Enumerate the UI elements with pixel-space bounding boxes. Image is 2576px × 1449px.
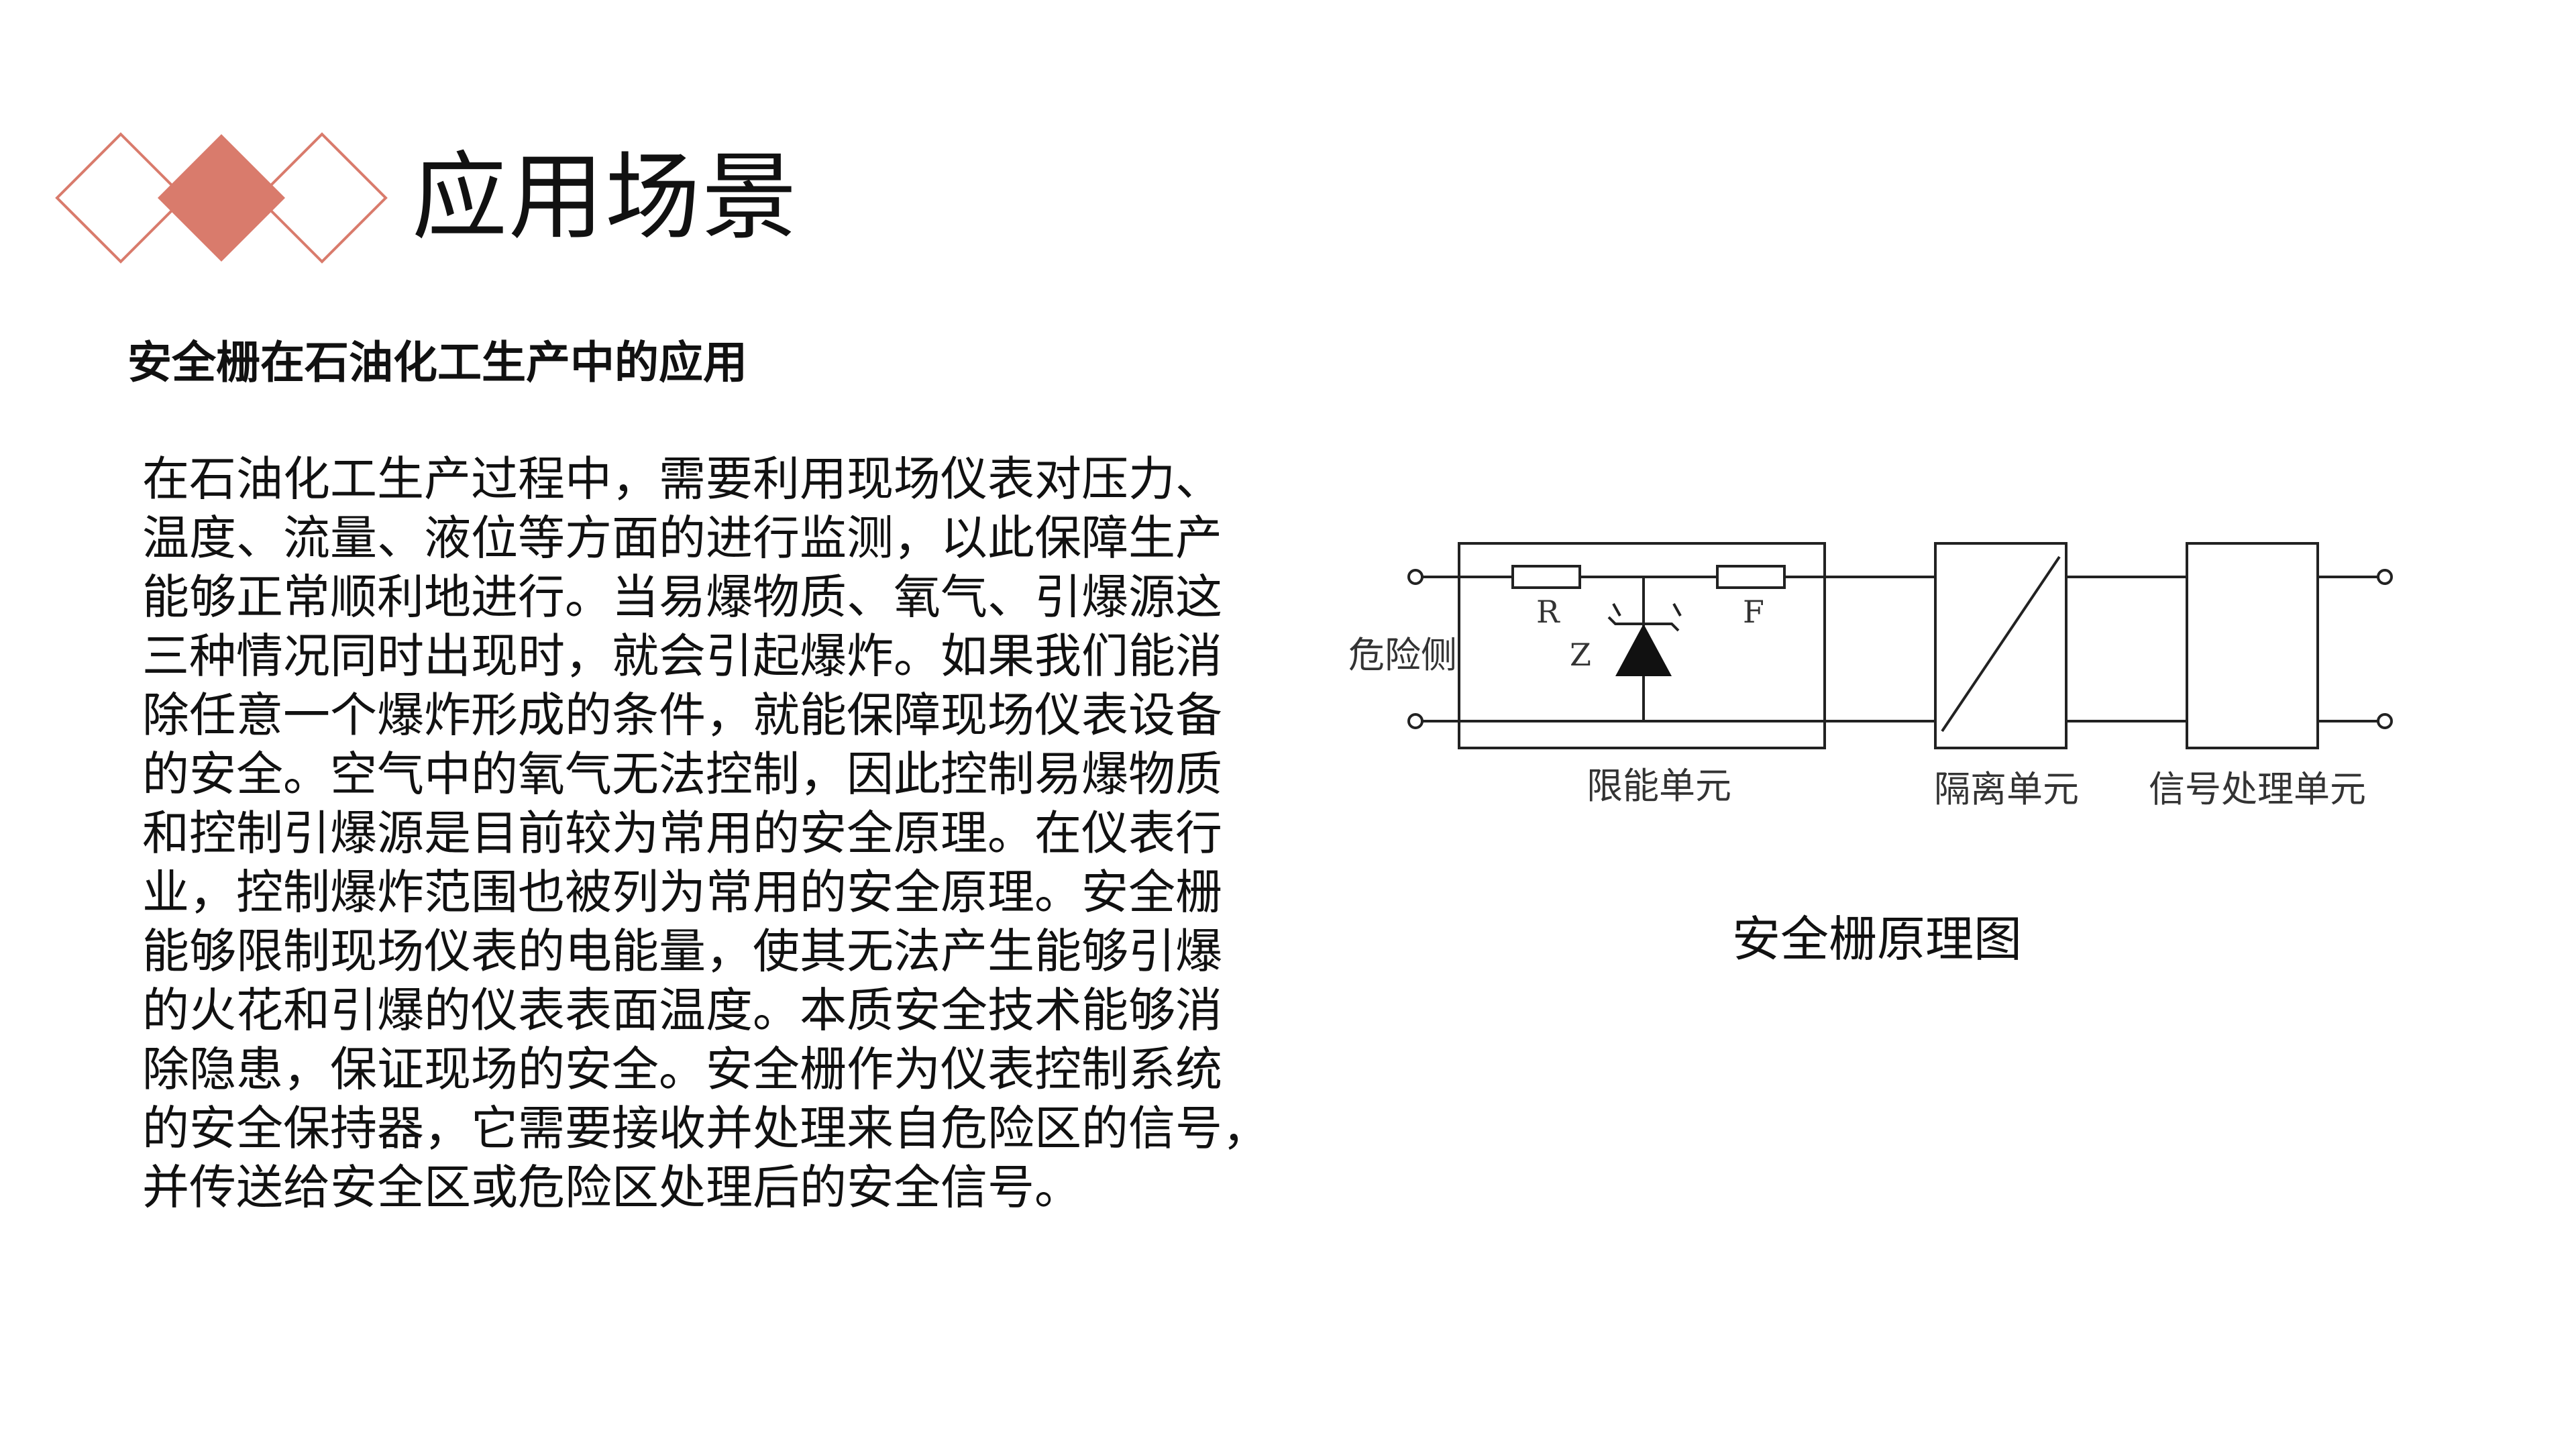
input-terminal-bottom — [1407, 713, 1424, 729]
body-line: 的火花和引爆的仪表表面温度。本质安全技术能够消 — [142, 983, 1222, 1038]
diamond-outline-left-icon — [55, 132, 186, 264]
body-line: 和控制引爆源是目前较为常用的安全原理。在仪表行 — [142, 806, 1222, 861]
body-line: 除隐患，保证现场的安全。安全栅作为仪表控制系统 — [142, 1042, 1222, 1097]
zener-label: Z — [1570, 637, 1591, 673]
diamond-filled-icon — [158, 134, 285, 262]
body-line: 除任意一个爆炸形成的条件，就能保障现场仪表设备 — [142, 688, 1222, 743]
hazard-side-label: 危险侧 — [1348, 634, 1457, 676]
body-line: 业，控制爆炸范围也被列为常用的安全原理。安全栅 — [142, 865, 1222, 920]
body-line: 的安全保持器，它需要接收并处理来自危险区的信号， — [142, 1101, 1269, 1156]
zener-tick — [1612, 603, 1621, 616]
signal-unit-label: 信号处理单元 — [2149, 768, 2366, 810]
body-line: 在石油化工生产过程中，需要利用现场仪表对压力、 — [142, 451, 1222, 506]
safety-barrier-diagram: 危险侧 R F Z 限能单元 隔离单元 信号处理单元 — [1348, 542, 2393, 810]
limit-unit-label: 限能单元 — [1587, 765, 1731, 807]
output-terminal-bottom — [2377, 713, 2393, 729]
body-line: 能够正常顺利地进行。当易爆物质、氧气、引爆源这 — [142, 570, 1222, 625]
header-diamonds-icon — [55, 132, 388, 264]
isolation-diagonal — [1941, 555, 2061, 733]
body-paragraph: 在石油化工生产过程中，需要利用现场仪表对压力、 温度、流量、液位等方面的进行监测… — [142, 449, 1323, 1217]
body-line: 三种情况同时出现时，就会引起爆炸。如果我们能消 — [142, 629, 1222, 684]
body-line: 能够限制现场仪表的电能量，使其无法产生能够引爆 — [142, 924, 1222, 979]
zener-tick — [1672, 603, 1682, 616]
input-terminal-top — [1407, 569, 1424, 585]
body-line: 温度、流量、液位等方面的进行监测，以此保障生产 — [142, 511, 1222, 566]
isolation-unit-label: 隔离单元 — [1934, 768, 2079, 810]
fuse-label: F — [1743, 594, 1764, 630]
zener-bar — [1607, 616, 1680, 632]
output-terminal-top — [2377, 569, 2393, 585]
body-line: 的安全。空气中的氧气无法控制，因此控制易爆物质 — [142, 747, 1222, 802]
fuse-f — [1716, 565, 1786, 589]
zener-diode-icon — [1615, 624, 1672, 676]
diagram-caption: 安全栅原理图 — [1732, 911, 2023, 967]
signal-unit-box — [2186, 542, 2319, 749]
section-title: 安全栅在石油化工生产中的应用 — [127, 336, 747, 388]
body-line: 并传送给安全区或危险区处理后的安全信号。 — [142, 1160, 1081, 1215]
resistor-r — [1511, 565, 1581, 589]
diamond-outline-right-icon — [256, 132, 388, 264]
page-title: 应用场景 — [412, 142, 798, 253]
resistor-label: R — [1536, 594, 1560, 630]
